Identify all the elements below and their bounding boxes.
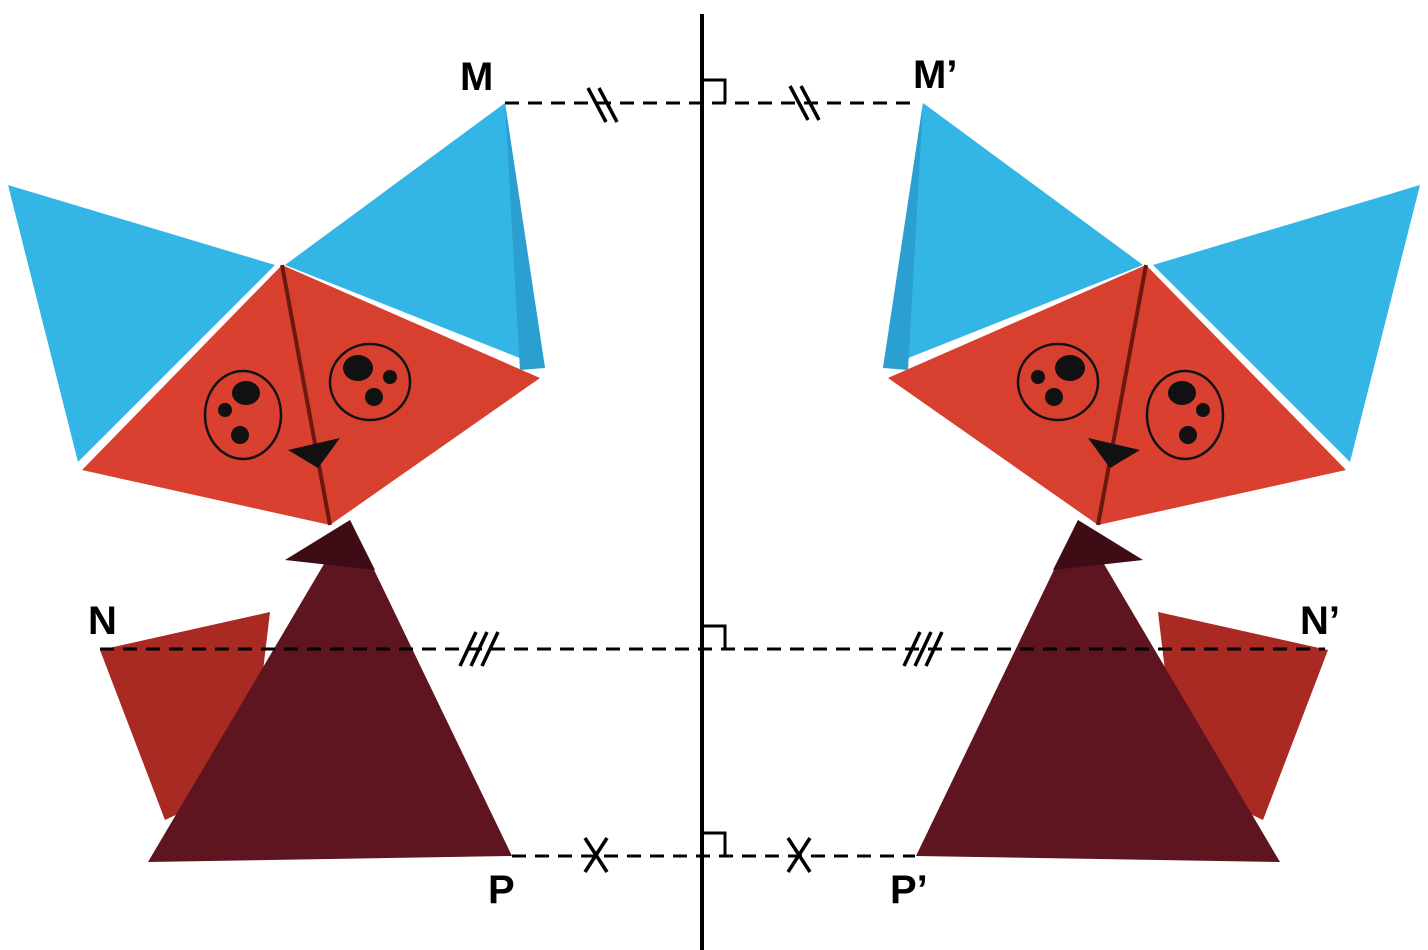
fox-body-shade <box>285 520 375 570</box>
triple-tick-mark-right <box>902 631 944 667</box>
fox-right-ear-shade <box>505 103 545 370</box>
label-m: M <box>460 55 493 99</box>
label-p-prime: P’ <box>890 868 928 912</box>
right-angle-marker-p <box>702 831 727 856</box>
fox-left-ear <box>1153 185 1420 462</box>
fox-head-left-face <box>82 265 330 525</box>
fox-right-eye <box>328 342 412 422</box>
right-angle-marker-n <box>702 624 727 649</box>
double-tick-mark-right <box>788 85 821 121</box>
double-tick-mark-left <box>586 87 619 123</box>
cross-mark-left <box>583 837 609 873</box>
triple-tick-mark-left <box>458 631 500 667</box>
label-m-prime: M’ <box>913 53 957 97</box>
label-p: P <box>488 868 515 912</box>
fox-left-ear <box>8 185 275 462</box>
label-n-prime: N’ <box>1300 599 1340 643</box>
fox-nose <box>1088 438 1140 468</box>
fox-right-ear <box>883 103 1143 368</box>
fox-right-ear-shade <box>883 103 923 370</box>
fox-right-eye <box>1016 342 1100 422</box>
fox-head-right-face <box>282 265 540 525</box>
fox-body-shade <box>1053 520 1143 570</box>
cross-mark-right <box>786 837 812 873</box>
origami-fox-original <box>8 103 545 862</box>
fox-head-fold <box>280 264 332 526</box>
fox-nose <box>288 438 340 468</box>
fox-head-right-face <box>888 265 1146 525</box>
right-angle-marker-m <box>702 78 727 103</box>
fox-head-fold <box>1096 264 1148 526</box>
origami-fox-image <box>883 103 1420 862</box>
fox-body <box>916 520 1280 862</box>
fox-body <box>148 520 512 862</box>
fox-left-eye <box>203 369 283 461</box>
fox-left-eye <box>1145 369 1225 461</box>
fox-head-left-face <box>1098 265 1346 525</box>
label-n: N <box>88 599 117 643</box>
fox-right-ear <box>285 103 545 368</box>
